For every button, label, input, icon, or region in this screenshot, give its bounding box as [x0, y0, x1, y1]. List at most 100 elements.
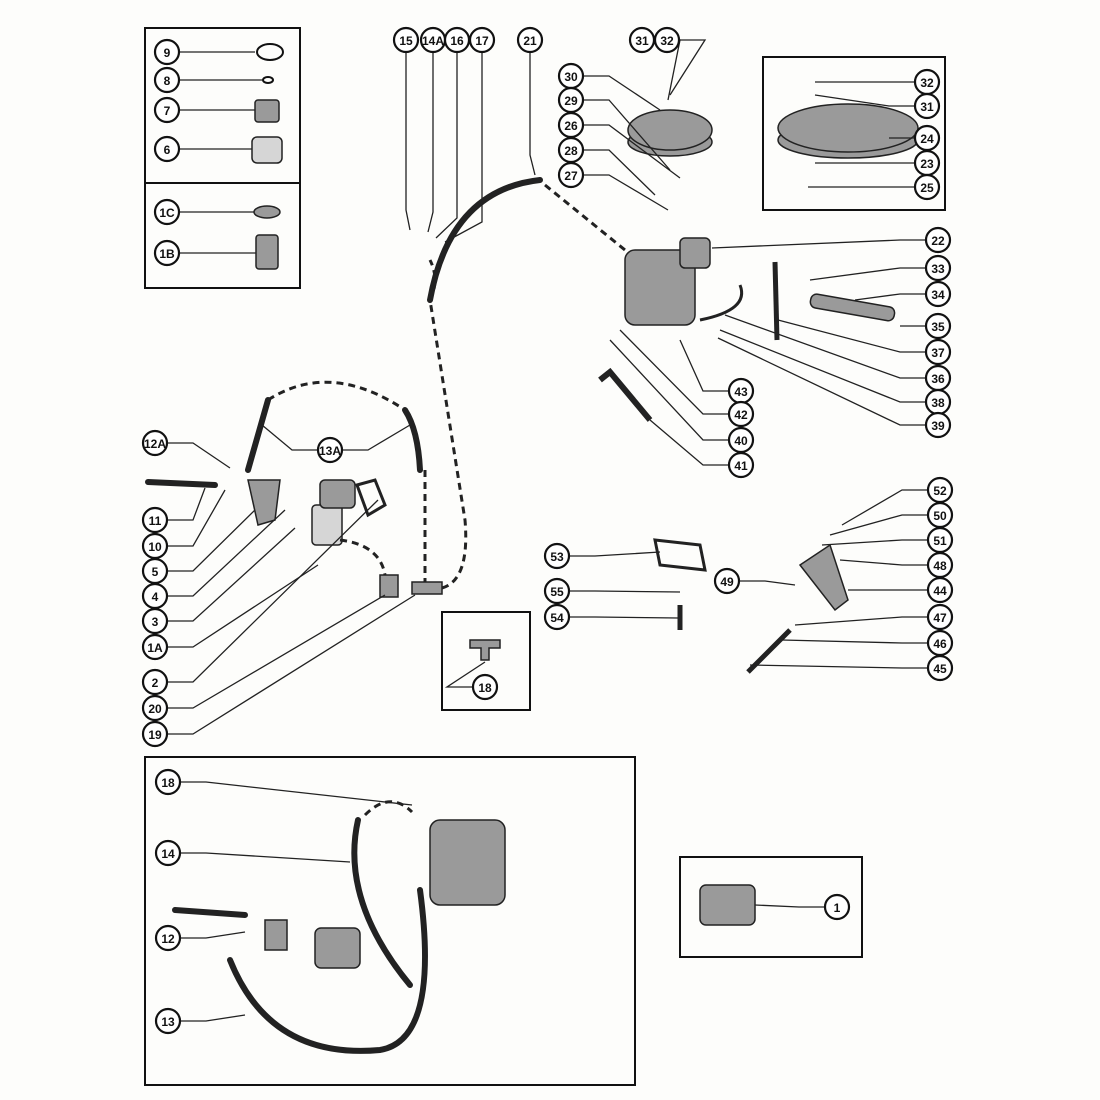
callout-4: 4 — [141, 582, 169, 610]
callout-label: 25 — [920, 181, 934, 195]
callout-18: 18 — [154, 768, 182, 796]
callout-circle — [926, 603, 954, 631]
callout-circle — [471, 673, 499, 701]
carburetor-part — [624, 249, 696, 326]
leader-line — [781, 639, 927, 644]
callout-1c: 1C — [153, 198, 181, 226]
leader-line — [584, 174, 669, 211]
callout-42: 42 — [727, 400, 755, 428]
leader-line — [343, 424, 411, 451]
callout-14: 14 — [154, 839, 182, 867]
callout-11: 11 — [141, 506, 169, 534]
callout-44: 44 — [926, 576, 954, 604]
callout-label: 42 — [734, 408, 748, 422]
leader-line — [777, 319, 925, 353]
callout-label: 26 — [564, 119, 578, 133]
leader-line — [821, 539, 927, 546]
callout-20: 20 — [141, 694, 169, 722]
callout-label: 9 — [164, 46, 171, 60]
filter-element-part — [254, 99, 280, 123]
callout-label: 54 — [550, 611, 564, 625]
hose-13-part — [227, 887, 428, 1054]
callout-circle — [154, 1007, 182, 1035]
leader-line — [570, 551, 661, 557]
callout-label: 41 — [734, 459, 748, 473]
callout-circle — [141, 720, 169, 748]
callout-label: 11 — [149, 514, 162, 528]
callout-label: 12 — [161, 932, 175, 946]
leader-line — [584, 99, 671, 171]
callout-36: 36 — [924, 364, 952, 392]
callout-label: 24 — [920, 132, 934, 146]
callout-15: 15 — [392, 26, 420, 54]
callout-label: 12A — [144, 437, 166, 451]
callout-label: 46 — [933, 637, 947, 651]
callout-label: 33 — [931, 262, 945, 276]
callout-label: 3 — [152, 615, 159, 629]
callout-label: 15 — [399, 34, 413, 48]
callout-45: 45 — [926, 654, 954, 682]
callout-18: 18 — [471, 673, 499, 701]
callout-label: 37 — [931, 346, 945, 360]
fuel-pump-alt-part — [314, 927, 361, 969]
callout-label: 1C — [159, 206, 175, 220]
leader-line — [427, 53, 434, 233]
callout-circle — [924, 280, 952, 308]
callout-label: 19 — [148, 728, 162, 742]
callout-38: 38 — [924, 388, 952, 416]
leader-line — [669, 39, 707, 96]
callout-43: 43 — [727, 377, 755, 405]
callout-label: 1 — [834, 901, 841, 915]
callout-label: 51 — [933, 534, 947, 548]
callout-circle — [516, 26, 544, 54]
callout-label: 1B — [159, 247, 175, 261]
fuel-line-alt — [351, 817, 413, 988]
callout-label: 40 — [734, 434, 748, 448]
callout-label: 1A — [147, 641, 163, 655]
hose-route-alt — [363, 800, 414, 817]
leader-line — [405, 53, 411, 231]
callout-label: 48 — [933, 559, 947, 573]
leader-line — [829, 514, 927, 536]
leader-line — [814, 94, 914, 107]
callout-16: 16 — [443, 26, 471, 54]
callout-circle — [727, 451, 755, 479]
leader-line — [724, 314, 925, 379]
callout-label: 17 — [475, 34, 489, 48]
leader-line — [749, 664, 927, 669]
leader-line — [181, 1014, 246, 1022]
callout-53: 53 — [543, 542, 571, 570]
callout-5: 5 — [141, 557, 169, 585]
hose-route-13a — [267, 380, 406, 412]
leader-line — [794, 616, 927, 626]
gasket-2-part — [355, 478, 387, 518]
callout-circle — [543, 577, 571, 605]
callout-circle — [913, 92, 941, 120]
callout-35: 35 — [924, 312, 952, 340]
callout-label: 52 — [933, 484, 947, 498]
inset-boxes — [144, 27, 946, 1086]
rod-41-part — [598, 367, 653, 422]
callout-12a: 12A — [141, 429, 169, 457]
callout-circle — [926, 576, 954, 604]
hose-13a-right — [402, 407, 423, 473]
leader-line — [740, 580, 796, 586]
callout-circle — [141, 607, 169, 635]
hose-34-part — [809, 293, 896, 322]
leader-line — [570, 590, 681, 593]
callout-label: 21 — [523, 34, 537, 48]
leader-line — [854, 293, 925, 301]
callout-39: 39 — [924, 411, 952, 439]
callout-46: 46 — [926, 629, 954, 657]
callout-50: 50 — [926, 501, 954, 529]
callout-label: 45 — [933, 662, 947, 676]
leader-line — [168, 564, 319, 648]
tee-fitting-part — [469, 639, 501, 661]
fuel-line-21 — [427, 177, 543, 303]
callout-22: 22 — [924, 226, 952, 254]
leader-line — [261, 424, 317, 451]
callout-label: 32 — [660, 34, 674, 48]
filter-inset-box — [144, 27, 301, 289]
callout-label: 18 — [161, 776, 175, 790]
